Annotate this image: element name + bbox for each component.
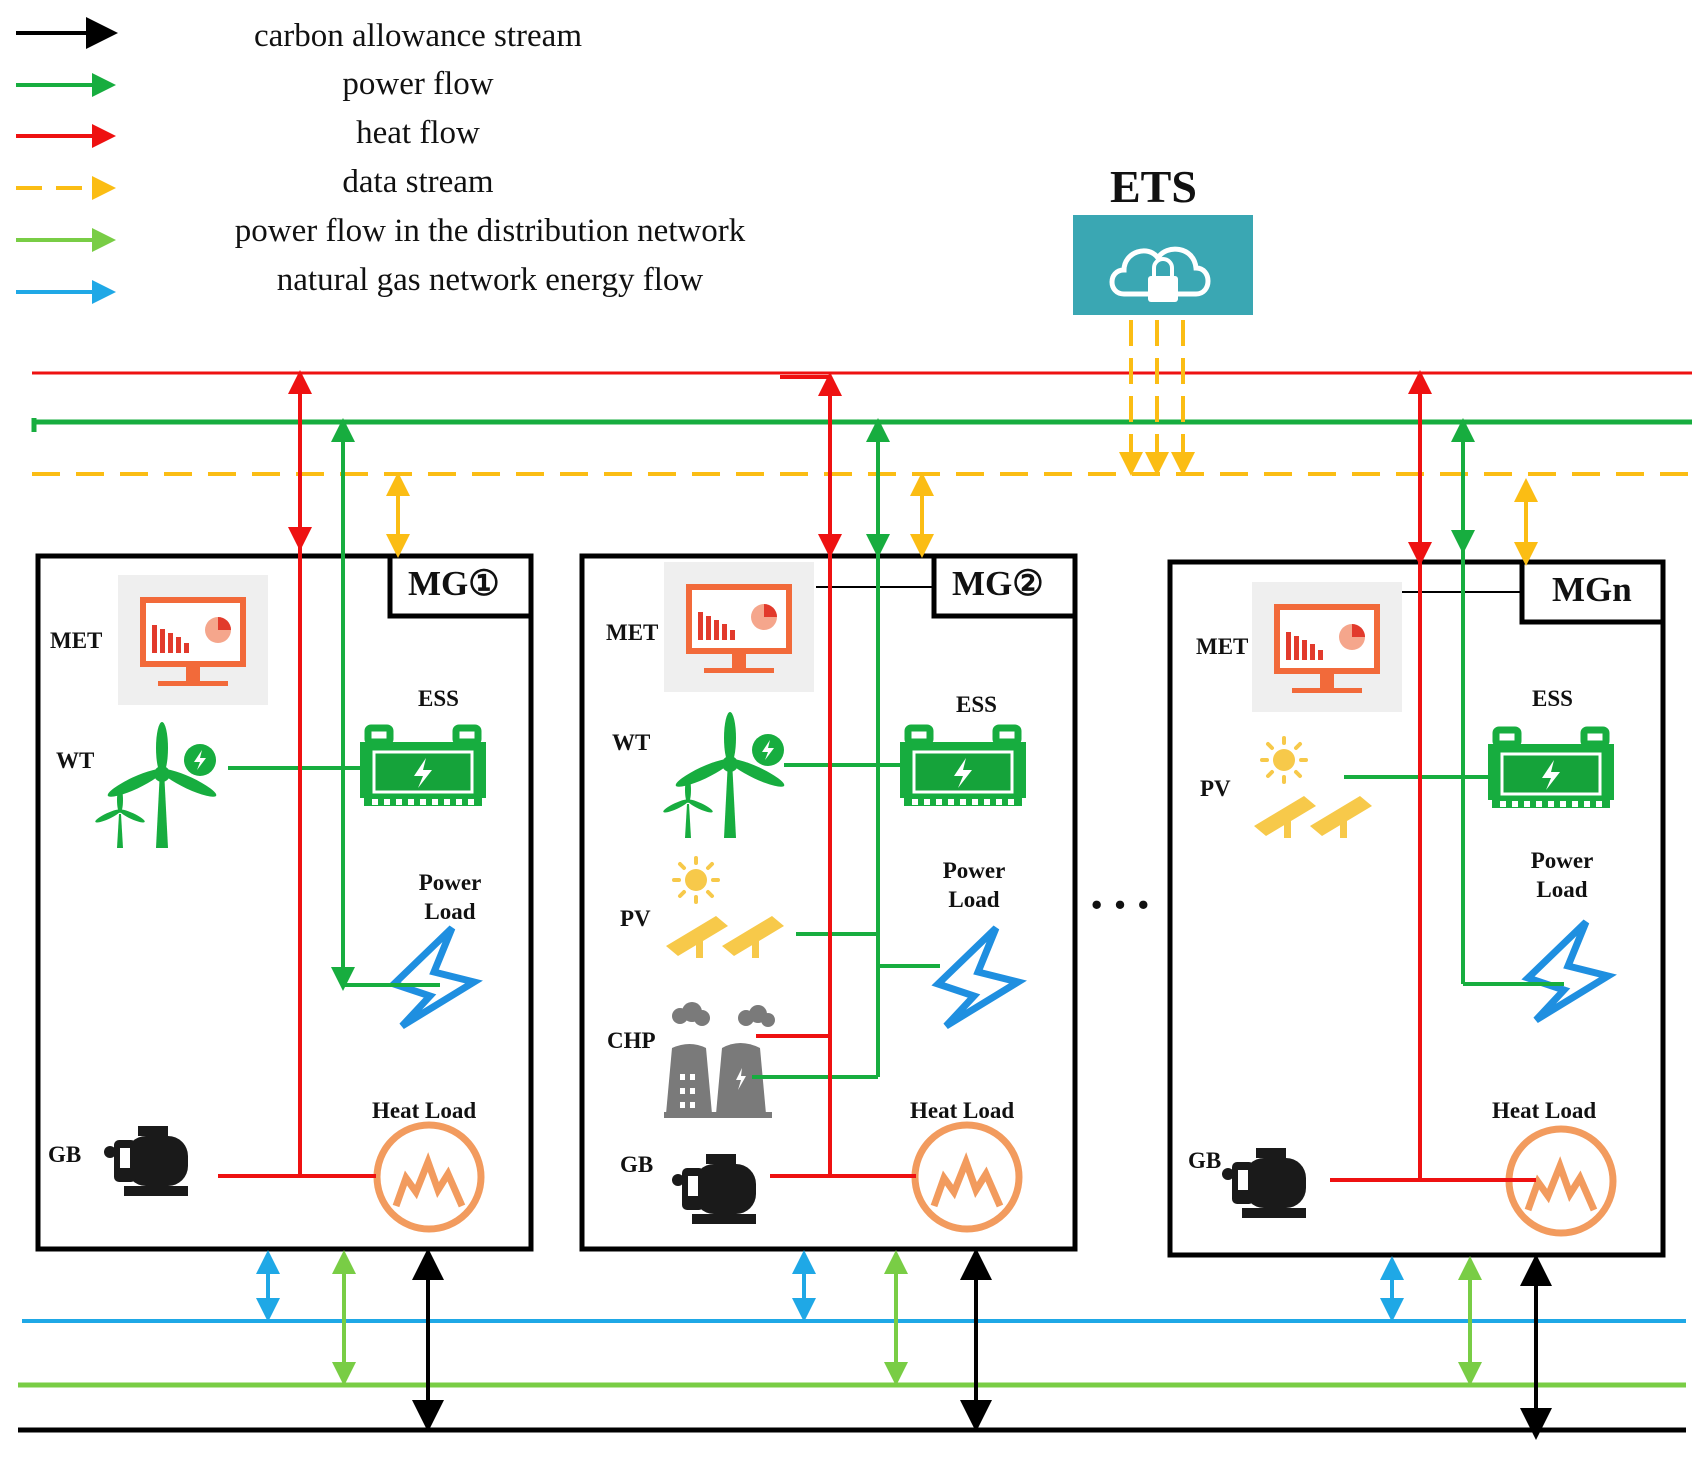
mg2-heat-load-label: Heat Load <box>910 1098 1015 1123</box>
mg2-power-load-label: Power Load <box>942 858 1006 912</box>
battery-icon <box>360 728 486 806</box>
legend-label-distribution: power flow in the distribution network <box>234 213 746 249</box>
legend-label-data: data stream <box>342 164 494 200</box>
legend-label-gas: natural gas network energy flow <box>276 262 704 298</box>
legend-label-power: power flow <box>342 66 494 102</box>
mgn-title: MGn <box>1552 570 1632 609</box>
mg2-gb-label: GB <box>620 1152 654 1177</box>
mg2-pv-label: PV <box>620 906 651 931</box>
gas-boiler-icon <box>672 1154 756 1224</box>
mgn-title-box <box>1519 559 1666 625</box>
wind-turbine-icon <box>94 722 219 848</box>
mg2-ess-label: ESS <box>956 692 997 717</box>
mgn-pv-label: PV <box>1200 776 1231 801</box>
microgrid-2 <box>579 372 1078 1432</box>
met-icon <box>664 562 814 692</box>
mg1-wt-label: WT <box>56 748 95 773</box>
mgn-heat-load-label: Heat Load <box>1492 1098 1597 1123</box>
ets-title: ETS <box>1110 161 1197 212</box>
mgn-met-label: MET <box>1196 634 1249 659</box>
power-load-icon <box>938 928 1018 1026</box>
chp-icon <box>664 1002 775 1118</box>
legend-arrows <box>16 17 118 304</box>
mg1-met-label: MET <box>50 628 103 653</box>
legend-label-heat: heat flow <box>356 115 480 151</box>
battery-icon <box>1488 730 1614 808</box>
mg2-title: MG② <box>952 564 1044 603</box>
power-load-icon <box>394 928 474 1026</box>
solar-panel-icon <box>664 856 786 960</box>
gas-boiler-icon <box>1222 1148 1306 1218</box>
mg2-chp-label: CHP <box>607 1028 656 1053</box>
met-icon <box>1252 582 1402 712</box>
mg1-title-box <box>387 553 534 619</box>
met-icon <box>118 575 268 705</box>
mg1-ess-label: ESS <box>418 686 459 711</box>
mg1-heat-load-label: Heat Load <box>372 1098 477 1123</box>
heat-load-icon <box>915 1125 1019 1229</box>
battery-icon <box>900 728 1026 806</box>
power-load-icon <box>1528 922 1608 1020</box>
gas-boiler-icon <box>104 1126 188 1196</box>
wind-turbine-icon <box>662 712 787 838</box>
microgrid-n <box>1167 370 1666 1440</box>
mg1-power-load-label: Power Load <box>418 870 482 924</box>
mg2-title-box <box>931 553 1078 619</box>
mg2-wt-label: WT <box>612 730 651 755</box>
mgn-ess-label: ESS <box>1532 686 1573 711</box>
mg1-gb-label: GB <box>48 1142 82 1167</box>
solar-panel-icon <box>1252 736 1374 840</box>
ellipsis: ··· <box>1088 877 1159 934</box>
legend-label-carbon: carbon allowance stream <box>253 18 582 54</box>
microgrid-1 <box>35 370 534 1432</box>
mg2-met-label: MET <box>606 620 659 645</box>
heat-load-icon <box>377 1125 481 1229</box>
mgn-power-load-label: Power Load <box>1530 848 1594 902</box>
mgn-gb-label: GB <box>1188 1148 1222 1173</box>
mgn-box <box>1167 559 1666 1258</box>
mg1-title: MG① <box>408 564 500 603</box>
mg1-box <box>35 553 534 1252</box>
